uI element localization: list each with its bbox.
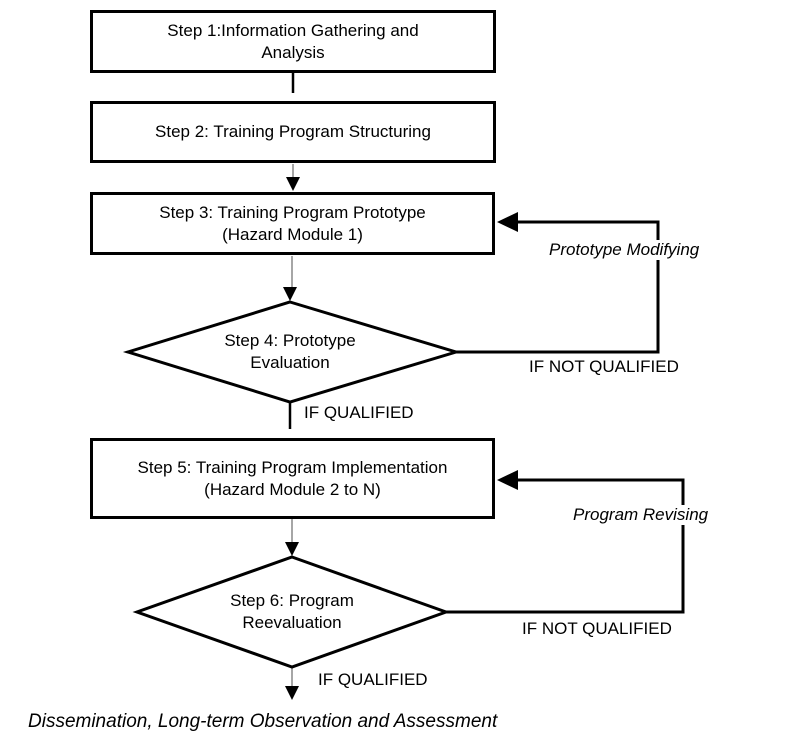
node-step4-line1: Step 4: Prototype <box>224 331 356 350</box>
node-step3: Step 3: Training Program Prototype (Haza… <box>90 192 495 255</box>
node-step2-line1: Step 2: Training Program Structuring <box>155 122 431 142</box>
node-step1-line2: Analysis <box>261 42 325 62</box>
node-step3-line2: (Hazard Module 1) <box>222 224 363 244</box>
node-step4-line2: Evaluation <box>250 353 330 373</box>
node-step3-line1: Step 3: Training Program Prototype <box>159 202 426 222</box>
arrowhead-loop-step5 <box>497 470 518 490</box>
label-program-revising: Program Revising <box>571 505 711 525</box>
feedback-loop-step6-step5 <box>446 478 685 614</box>
diamond-step4 <box>122 300 462 404</box>
diamond-step6 <box>132 555 451 669</box>
feedback-loop-step4-step3 <box>456 220 660 354</box>
arrowhead-loop-step3 <box>497 212 518 232</box>
label-if-not-qualified-1: IF NOT QUALIFIED <box>527 357 681 377</box>
arrowhead-step6-exit <box>285 686 299 700</box>
arrowhead-step5-step6 <box>285 542 299 556</box>
label-prototype-modifying: Prototype Modifying <box>547 240 702 260</box>
label-if-not-qualified-2: IF NOT QUALIFIED <box>520 619 674 639</box>
label-if-qualified-2: IF QUALIFIED <box>316 670 430 690</box>
node-step6-label: Step 6: Program Reevaluation <box>192 590 392 634</box>
node-step4-label: Step 4: Prototype Evaluation <box>190 330 390 374</box>
arrowhead-step2-step3 <box>286 177 300 191</box>
node-step2: Step 2: Training Program Structuring <box>90 101 496 163</box>
node-step6-line2: Reevaluation <box>242 613 342 633</box>
node-step6-line1: Step 6: Program <box>230 591 354 610</box>
arrowhead-step3-step4 <box>283 287 297 301</box>
node-step5-line1: Step 5: Training Program Implementation <box>137 457 448 477</box>
node-step5-line2: (Hazard Module 2 to N) <box>204 479 381 499</box>
footer-caption: Dissemination, Long-term Observation and… <box>28 711 498 732</box>
label-if-qualified-1: IF QUALIFIED <box>302 403 416 423</box>
node-step1-line1: Step 1:Information Gathering and <box>167 20 419 40</box>
node-step1: Step 1:Information Gathering and Analysi… <box>90 10 496 73</box>
node-step5: Step 5: Training Program Implementation … <box>90 438 495 519</box>
